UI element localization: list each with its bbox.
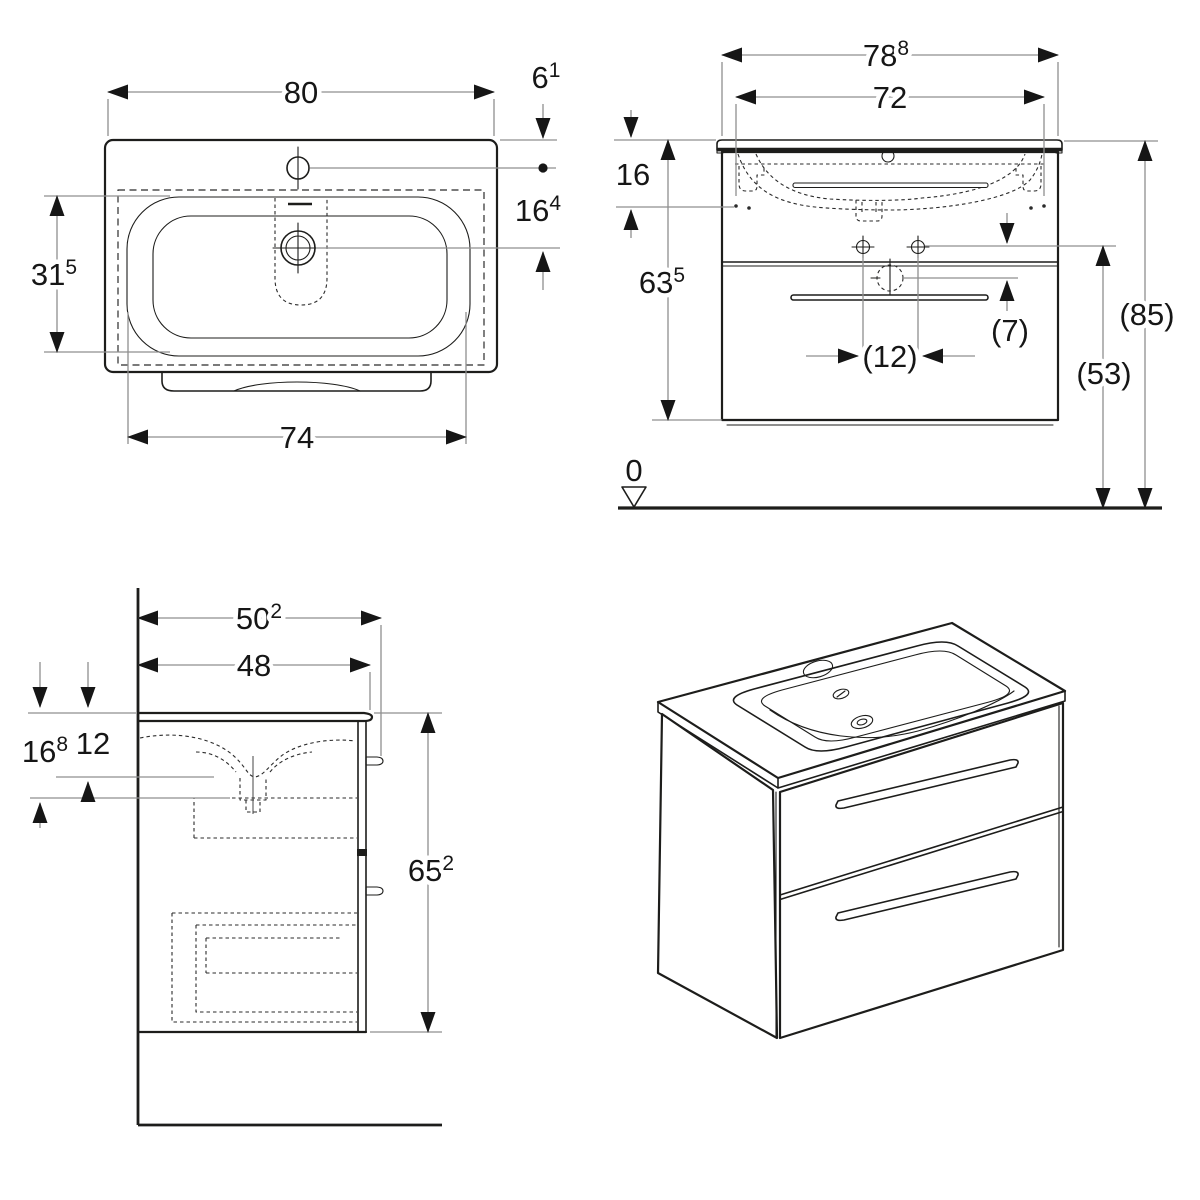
drawer-handle-front <box>790 294 989 301</box>
handle-knob-top <box>365 756 384 766</box>
basin-bowl-3d <box>761 650 1010 742</box>
cabinet-side-3d <box>656 712 779 1040</box>
dim-label-85: (85) <box>1119 297 1174 332</box>
tap-platform-hidden <box>274 198 328 306</box>
basin-rim-3d <box>732 641 1030 752</box>
dim-label-65-2: 652 <box>408 852 454 888</box>
tap-hole-3d <box>802 659 834 679</box>
dim-label-6-1: 61 <box>532 59 561 95</box>
drain-3d <box>850 714 874 730</box>
cabinet-hidden-outline <box>117 189 485 366</box>
drawer-handle-bottom-3d <box>835 870 1019 922</box>
dim-label-12-side: 12 <box>76 726 110 761</box>
dim-label-48: 48 <box>237 648 271 683</box>
dim-tap-to-drain-16-4: 164 <box>510 188 566 290</box>
washbasin-outline <box>103 138 499 374</box>
dim-screw-to-handle-7: (7) <box>987 213 1033 353</box>
dim-inner-width-72: 72 <box>735 76 1045 196</box>
dim-top-to-bowl-12: 12 <box>71 662 115 802</box>
washbasin-slab <box>716 139 1063 151</box>
dim-label-16-8: 168 <box>22 733 68 769</box>
tap-hole-front <box>881 149 895 163</box>
dim-label-74: 74 <box>280 420 314 455</box>
dim-label-72: 72 <box>873 80 907 115</box>
dim-label-78-8: 788 <box>863 37 909 73</box>
dim-floor-to-top-85: (85) <box>1064 140 1179 509</box>
drain-trap-hidden <box>855 200 883 222</box>
dim-label-7: (7) <box>991 313 1029 348</box>
handle-knob-bottom <box>365 886 384 896</box>
dim-cabinet-height-65-2: 652 <box>403 712 459 1033</box>
dim-label-16-4: 164 <box>515 192 561 228</box>
mounting-bracket-right <box>1015 166 1042 192</box>
dim-unit-height-63-5: 635 <box>634 139 722 421</box>
vanity-side-view: 502 48 168 12 652 <box>17 588 459 1127</box>
countertop-side <box>136 711 374 723</box>
dim-basin-height-16: 16 <box>611 110 734 238</box>
overflow-3d <box>832 688 850 700</box>
basin-bowl <box>152 215 448 339</box>
dim-label-50-2: 502 <box>236 600 282 636</box>
dim-screw-spacing-12: (12) <box>806 335 975 379</box>
drawer-handle-top-3d <box>835 758 1019 810</box>
mounting-bracket-left <box>738 166 765 192</box>
dim-label-12-front: (12) <box>862 339 917 374</box>
dim-label-16: 16 <box>616 157 650 192</box>
basin-hidden-outer <box>737 153 1043 211</box>
cabinet-front-3d <box>778 701 1065 1040</box>
dim-label-53: (53) <box>1076 356 1131 391</box>
dim-dot <box>538 163 548 173</box>
overflow-apron <box>161 371 432 392</box>
bowl-hidden-side <box>139 734 356 778</box>
datum-triangle-icon <box>621 486 647 508</box>
dim-cabinet-width-74: 74 <box>127 312 467 460</box>
dim-label-63-5: 635 <box>639 264 685 300</box>
dim-tap-offset-6-1: 61 <box>500 55 565 173</box>
dim-label-80: 80 <box>284 75 318 110</box>
dim-label-31-5: 315 <box>31 256 77 292</box>
upper-drawer-hidden <box>193 797 357 839</box>
lower-drawer-hidden-outer <box>171 912 357 1023</box>
dim-top-to-siphon-16-8: 168 <box>17 662 73 828</box>
floor-datum: 0 <box>618 449 1162 510</box>
vanity-front-view: 788 72 16 635 (7) (12) <box>611 33 1179 510</box>
drawer-gap <box>357 849 367 856</box>
dim-basin-depth-31-5: 315 <box>26 195 170 353</box>
dim-floor-to-screws-53: (53) <box>1072 245 1136 509</box>
basin-hidden-inner <box>755 153 1026 201</box>
dim-label-0: 0 <box>625 453 642 488</box>
cabinet-body <box>720 150 1060 422</box>
vanity-perspective-view <box>656 621 1067 1040</box>
dim-unit-width-78-8: 788 <box>721 33 1059 136</box>
drawer-division-3d <box>779 806 1064 901</box>
dim-total-width-80: 80 <box>107 71 495 136</box>
dim-cabinet-depth-48: 48 <box>137 644 371 710</box>
washbasin-top-view: 80 61 164 315 74 <box>26 55 566 460</box>
slab-edge-3d <box>657 690 1066 789</box>
dim-total-depth-50-2: 502 <box>137 596 382 756</box>
basin-rim <box>126 196 471 357</box>
